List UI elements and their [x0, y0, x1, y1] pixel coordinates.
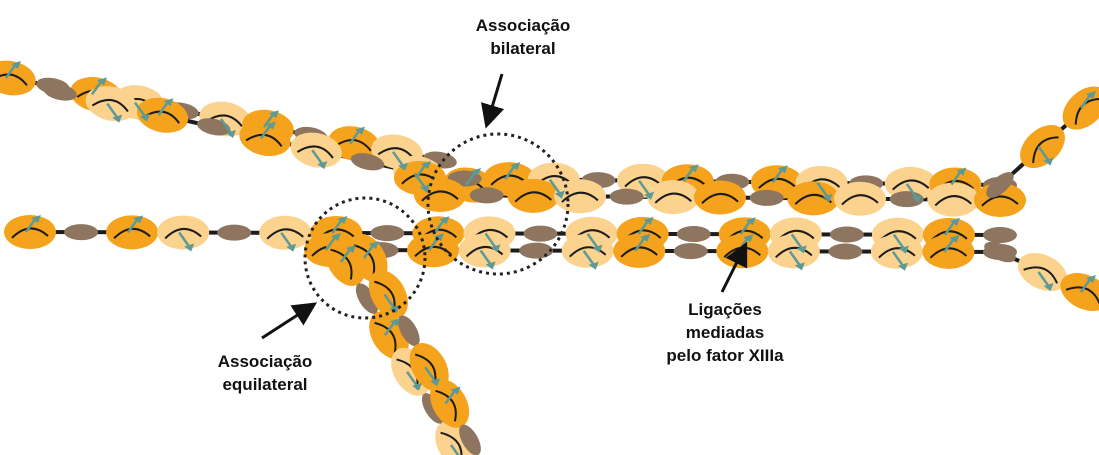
d-domain	[106, 215, 158, 249]
fibrin-monomers	[0, 56, 1099, 455]
e-domain	[370, 225, 404, 241]
d-domain	[562, 234, 614, 268]
d-domain	[922, 235, 974, 269]
e-domain	[674, 243, 708, 259]
equilateral-association-label: Associação equilateral	[190, 350, 340, 396]
crosslinks-label-line-3: pelo fator XIIIa	[640, 344, 810, 367]
protofibril-rods	[10, 78, 1085, 445]
d-domain	[259, 216, 311, 250]
d-domain	[768, 234, 820, 268]
e-domain	[217, 225, 251, 241]
e-domain	[677, 226, 711, 242]
d-domain	[407, 233, 459, 267]
crosslinks-label: Ligações mediadas pelo fator XIIIa	[640, 298, 810, 367]
d-domain	[4, 215, 56, 249]
equilateral-label-line-1: Associação	[190, 350, 340, 373]
crosslinks-label-line-2: mediadas	[640, 321, 810, 344]
e-domain	[830, 226, 864, 242]
d-domain	[459, 233, 511, 267]
d-domain	[157, 215, 209, 249]
bilateral-label-line-2: bilateral	[448, 37, 598, 60]
bilateral-label-line-1: Associação	[448, 14, 598, 37]
bilateral-pointer-arrow	[487, 74, 502, 124]
d-domain	[613, 234, 665, 268]
e-domain	[524, 226, 558, 242]
e-domain	[64, 224, 98, 240]
e-domain	[828, 243, 862, 259]
e-domain	[983, 227, 1017, 243]
e-domain	[519, 243, 553, 259]
equilateral-label-line-2: equilateral	[190, 373, 340, 396]
crosslinks-label-line-1: Ligações	[640, 298, 810, 321]
equilateral-pointer-arrow	[262, 305, 313, 338]
bilateral-association-label: Associação bilateral	[448, 14, 598, 60]
